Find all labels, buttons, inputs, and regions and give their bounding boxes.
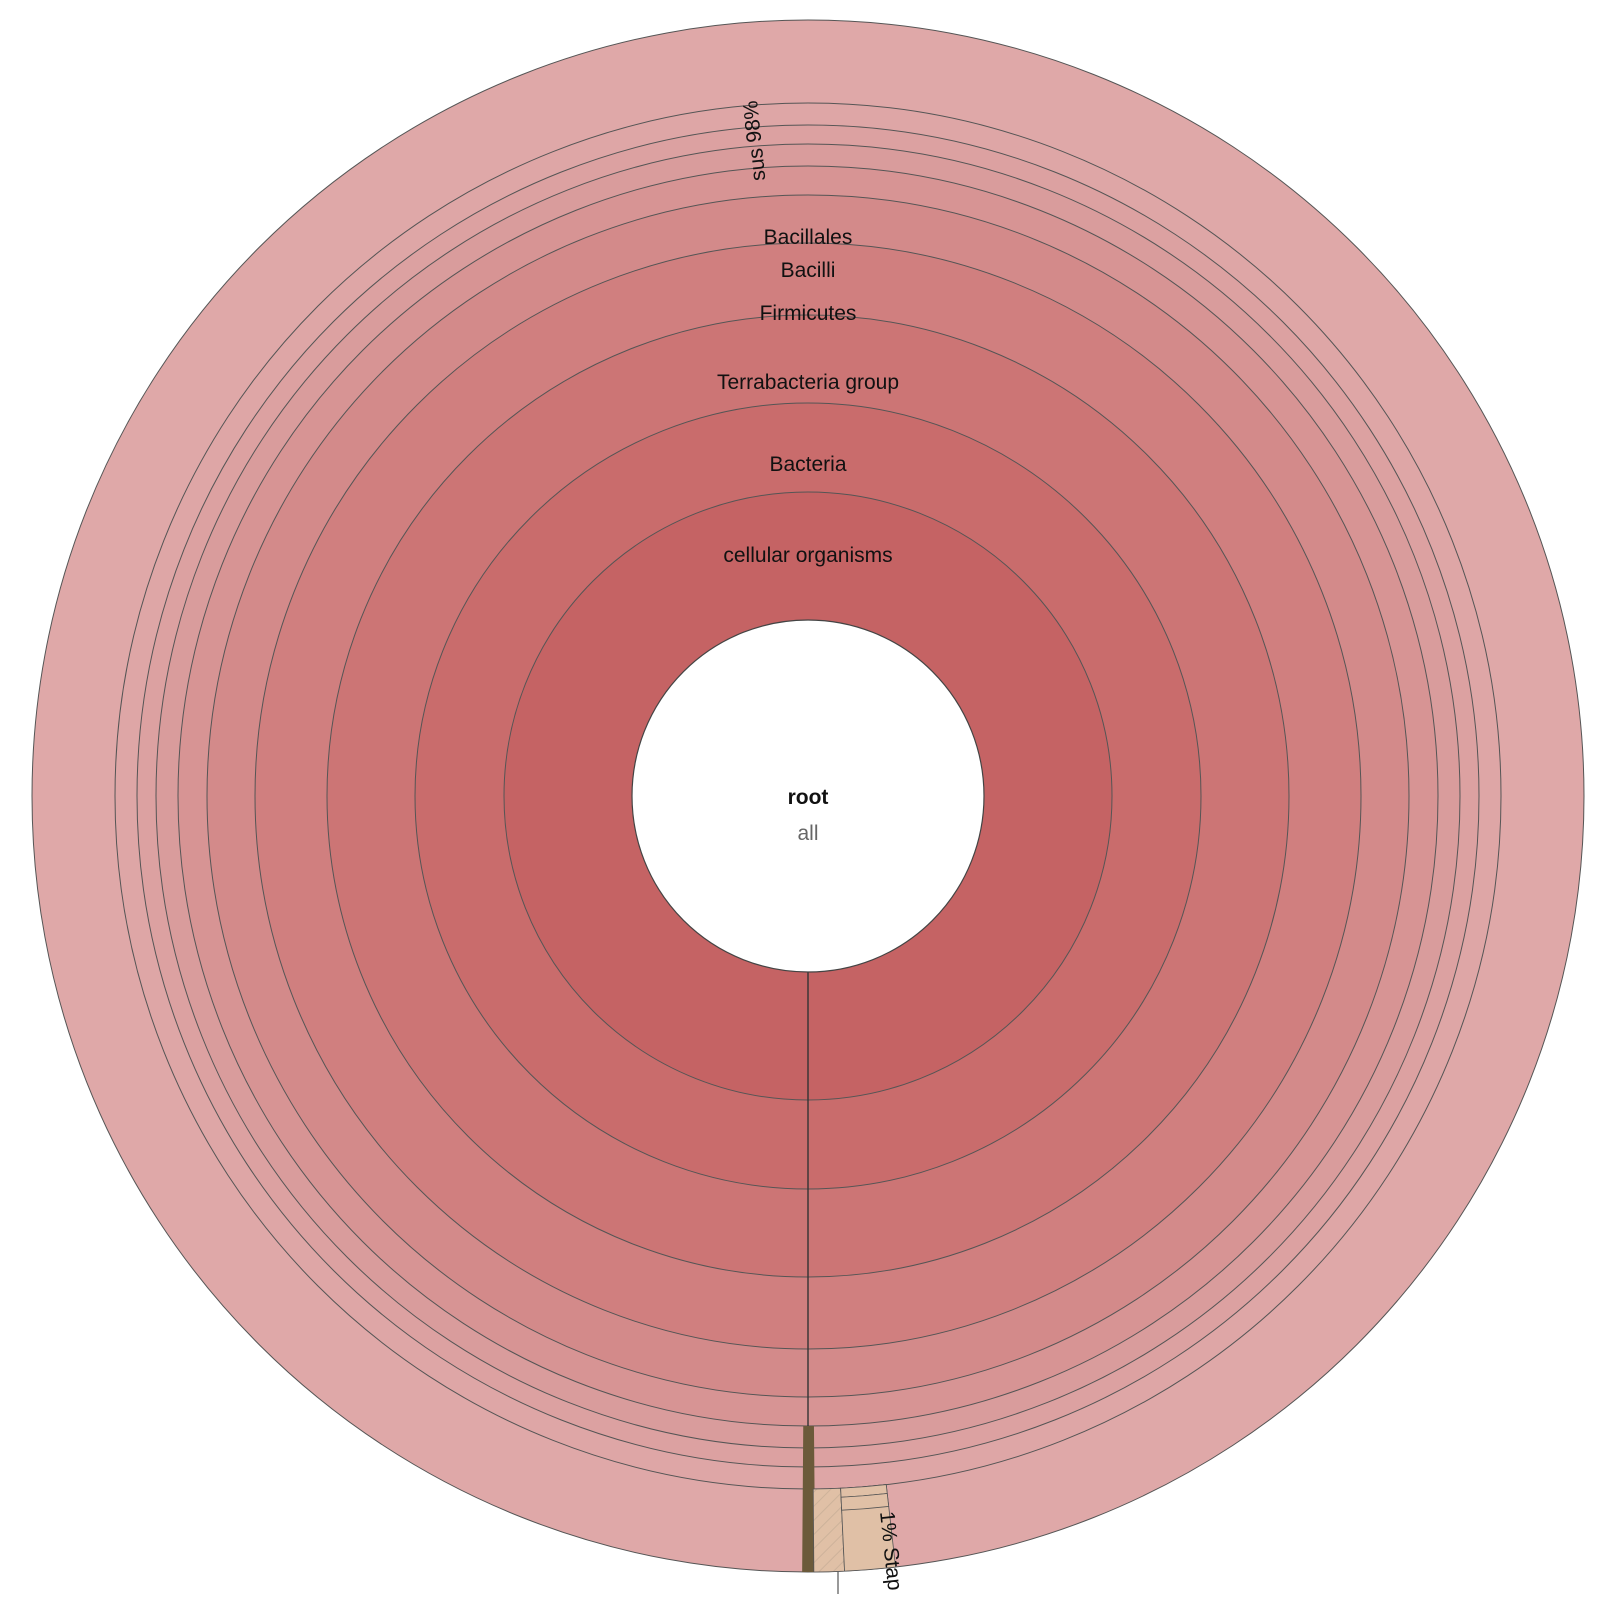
ring-label-4: Firmicutes (760, 302, 857, 325)
minor-ancestor-band-2[interactable] (840, 1493, 890, 1511)
ring-label-2: Bacteria (769, 453, 846, 476)
ring-label-3: Terrabacteria group (717, 371, 899, 394)
center-hole[interactable] (631, 619, 985, 973)
ring-label-6: Bacillales (764, 226, 853, 249)
center-name: root (788, 786, 829, 809)
ring-label-5: Bacilli (781, 259, 836, 282)
minor-hatched-wedge[interactable] (812, 1487, 845, 1573)
minor-sliver[interactable] (802, 1425, 816, 1572)
center-sublabel: all (797, 822, 818, 845)
ring-label-1: cellular organisms (723, 544, 892, 567)
